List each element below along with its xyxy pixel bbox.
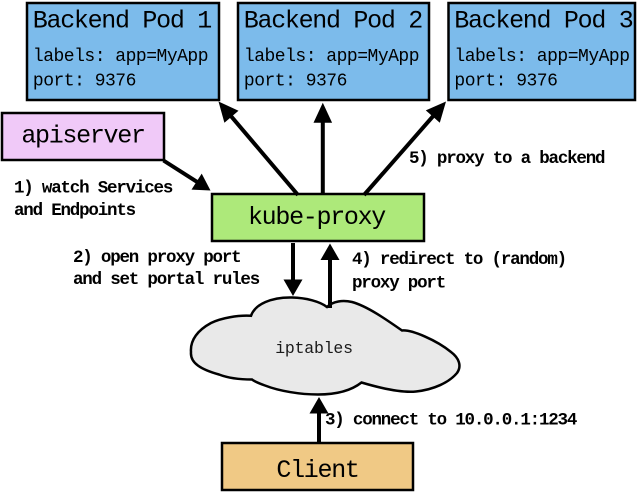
svg-text:5) proxy to a backend: 5) proxy to a backend — [409, 149, 605, 169]
svg-text:4) redirect to (random): 4) redirect to (random) — [352, 250, 566, 270]
svg-text:port: 9376: port: 9376 — [454, 72, 557, 92]
svg-text:apiserver: apiserver — [21, 122, 144, 151]
svg-text:iptables: iptables — [275, 339, 353, 358]
svg-text:labels: app=MyApp: labels: app=MyApp — [33, 47, 208, 67]
svg-text:Backend Pod 2: Backend Pod 2 — [244, 6, 422, 35]
svg-text:Backend Pod 1: Backend Pod 1 — [33, 6, 211, 35]
svg-text:labels: app=MyApp: labels: app=MyApp — [244, 47, 419, 67]
svg-text:port: 9376: port: 9376 — [33, 72, 136, 92]
svg-text:proxy port: proxy port — [352, 274, 445, 294]
svg-text:labels: app=MyApp: labels: app=MyApp — [454, 47, 629, 67]
svg-text:3) connect to 10.0.0.1:1234: 3) connect to 10.0.0.1:1234 — [325, 411, 577, 431]
svg-text:2) open proxy port: 2) open proxy port — [73, 248, 240, 268]
svg-text:kube-proxy: kube-proxy — [248, 203, 386, 232]
svg-text:1) watch Services: 1) watch Services — [14, 179, 173, 199]
svg-text:Backend Pod 3: Backend Pod 3 — [454, 6, 632, 35]
svg-text:port: 9376: port: 9376 — [244, 72, 347, 92]
svg-text:Client: Client — [276, 456, 358, 485]
svg-text:and set portal rules: and set portal rules — [73, 270, 260, 290]
svg-text:and Endpoints: and Endpoints — [14, 201, 136, 221]
